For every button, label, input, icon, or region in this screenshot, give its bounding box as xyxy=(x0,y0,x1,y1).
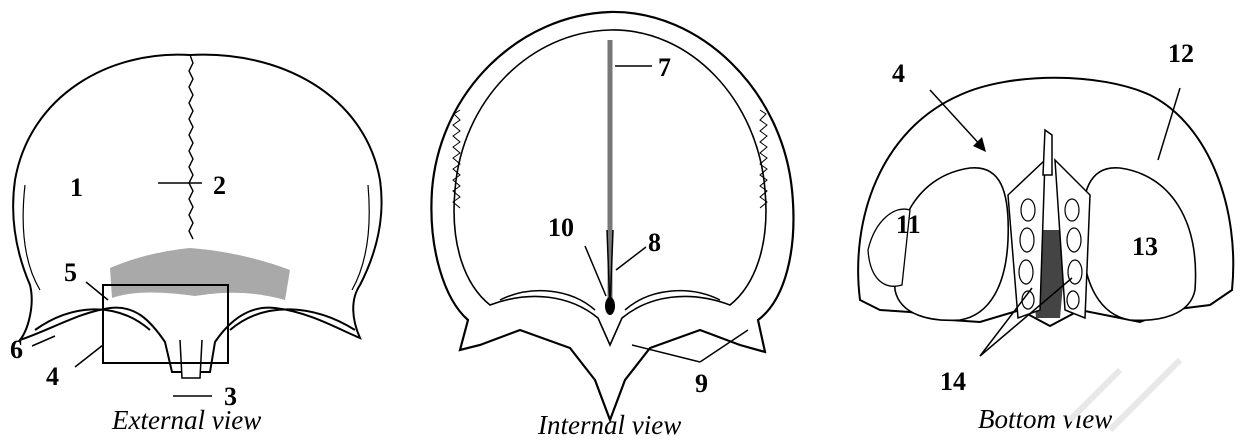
label-9: 9 xyxy=(695,369,708,398)
label-2: 2 xyxy=(213,171,226,200)
label-12: 12 xyxy=(1168,39,1194,68)
cell xyxy=(1020,228,1034,252)
label-14: 14 xyxy=(940,367,966,396)
label-6: 6 xyxy=(10,335,23,364)
watermark-mark xyxy=(1060,330,1200,440)
cell xyxy=(1067,228,1081,252)
label-4: 4 xyxy=(46,362,59,391)
cell xyxy=(1019,260,1033,284)
external-view-drawing: 1 2 3 4 5 6 xyxy=(0,0,420,446)
caption-external: External view xyxy=(112,405,261,436)
label-7: 7 xyxy=(658,53,671,82)
frontal-bone-outline xyxy=(13,55,381,372)
label-4-bottom: 4 xyxy=(892,59,905,88)
cell xyxy=(1067,291,1079,309)
nasal-spine xyxy=(180,340,202,378)
leader-4 xyxy=(75,345,103,367)
external-view-panel: 1 2 3 4 5 6 External view xyxy=(0,0,420,446)
label-1: 1 xyxy=(70,173,83,202)
internal-view-panel: 7 8 9 10 Internal view xyxy=(420,0,840,446)
label-11: 11 xyxy=(896,210,921,239)
label-13: 13 xyxy=(1132,232,1158,261)
internal-view-drawing: 7 8 9 10 xyxy=(420,0,840,446)
leader-6 xyxy=(32,336,55,346)
cell xyxy=(1021,199,1035,221)
label-5: 5 xyxy=(64,258,77,287)
label-8: 8 xyxy=(648,228,661,257)
nasal-spine-bottom xyxy=(1043,130,1052,175)
label-10: 10 xyxy=(548,213,574,242)
cell xyxy=(1065,199,1079,221)
caption-internal: Internal view xyxy=(538,410,681,441)
foramen-caecum xyxy=(605,297,615,315)
